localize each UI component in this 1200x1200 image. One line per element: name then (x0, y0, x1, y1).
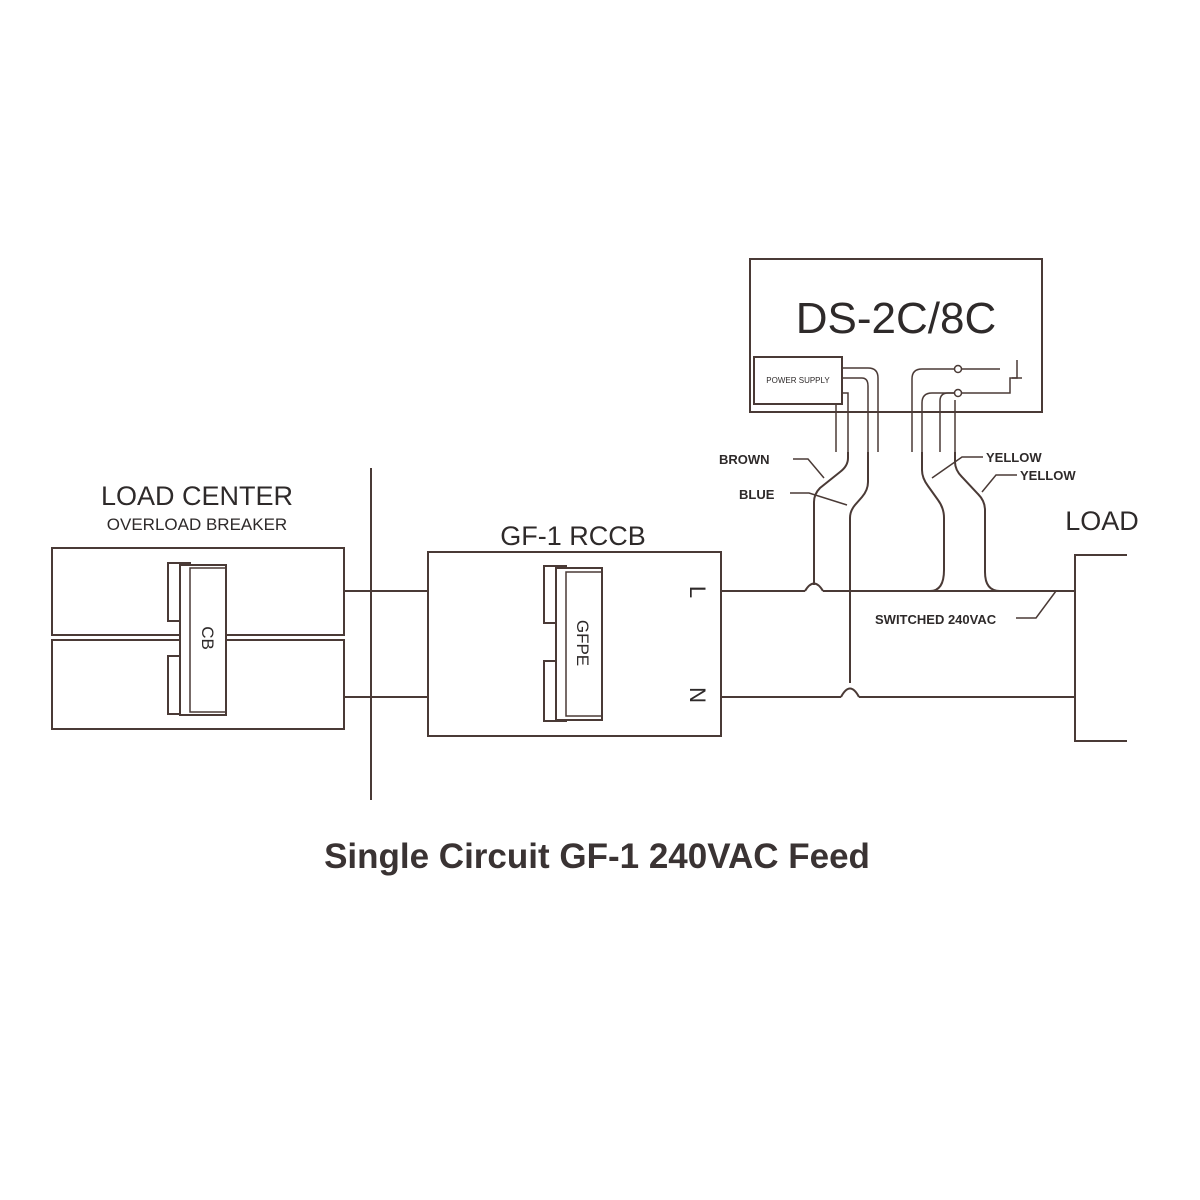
load: LOAD (1065, 506, 1139, 742)
switched-leader (1016, 590, 1057, 619)
yellow-leader-1 (931, 456, 983, 479)
blue-leader (790, 492, 848, 506)
rccb-title: GF-1 RCCB (500, 521, 646, 551)
terminal-neutral-label: N (685, 687, 710, 703)
gfpe-device: GFPE (543, 565, 603, 722)
gfpe-label: GFPE (573, 620, 592, 666)
brown-label: BROWN (719, 452, 770, 467)
breaker-label: CB (198, 626, 217, 650)
diagram-caption: Single Circuit GF-1 240VAC Feed (324, 837, 870, 876)
controller-title: DS-2C/8C (796, 294, 997, 343)
circuit-breaker: CB (167, 562, 227, 716)
load-bracket (1074, 554, 1127, 742)
rccb: GF-1 RCCB GFPE L N (427, 521, 722, 737)
yellow-leader-2 (981, 474, 1017, 493)
main-lines (721, 582, 1075, 698)
blue-label: BLUE (739, 487, 775, 502)
yellow-label-2: YELLOW (1020, 468, 1076, 483)
brown-wire (813, 452, 849, 585)
wire-labels: BROWN BLUE YELLOW YELLOW SWITCHED 240VAC (719, 450, 1076, 627)
load-center-subtitle: OVERLOAD BREAKER (107, 515, 287, 534)
load-center-title: LOAD CENTER (101, 481, 293, 511)
power-supply-box (753, 356, 843, 405)
yellow-wire-1 (921, 452, 945, 592)
field-wires (813, 452, 1001, 683)
yellow-label-1: YELLOW (986, 450, 1042, 465)
terminal-line-label: L (685, 586, 710, 598)
blue-wire (849, 452, 869, 683)
power-supply-label: POWER SUPPLY (766, 376, 830, 385)
ds-controller: DS-2C/8C POWER SUPPLY (749, 258, 1043, 452)
load-center: LOAD CENTER OVERLOAD BREAKER CB (51, 481, 345, 730)
switched-label: SWITCHED 240VAC (875, 612, 997, 627)
brown-leader (793, 458, 825, 479)
load-label: LOAD (1065, 506, 1139, 536)
yellow-wire-2 (954, 452, 1001, 592)
